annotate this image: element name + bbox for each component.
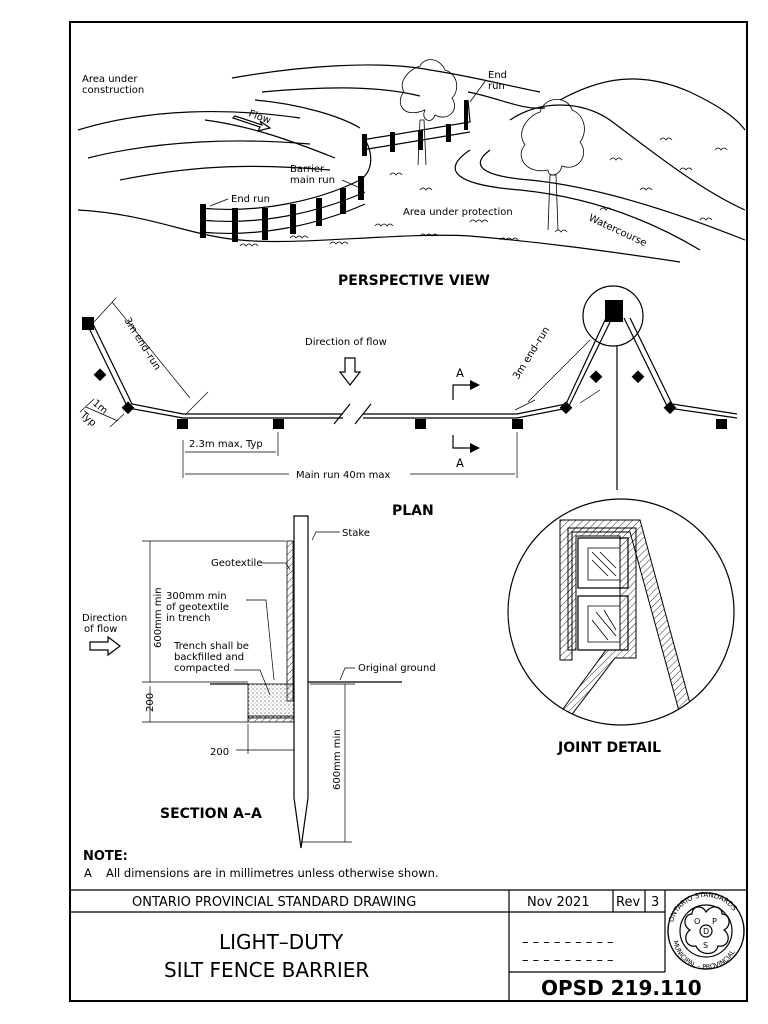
section-dim-600-bottom: 600mm min	[332, 729, 343, 790]
note-label: NOTE:	[83, 849, 128, 864]
label-watercourse: Watercourse	[587, 213, 649, 250]
drawing-title-line-1: LIGHT–DUTY	[219, 930, 344, 954]
title-block	[70, 889, 747, 1001]
title-block-rev-label: Rev	[616, 895, 640, 910]
drawing-number: OPSD 219.110	[541, 976, 702, 1000]
drawing-title-line-2: SILT FENCE BARRIER	[164, 958, 369, 982]
label-end-run-top-2: run	[488, 81, 505, 92]
plan-section-a-top: A	[456, 366, 464, 380]
seal-letter-p: P	[712, 917, 717, 926]
section-dim-200-v: 200	[145, 693, 156, 712]
plan-end-run-left: 3m end–run	[121, 316, 162, 373]
plan-view	[79, 285, 738, 490]
label-end-run-top-1: End	[488, 70, 507, 81]
label-area-protection: Area under protection	[403, 207, 513, 218]
section-stake: Stake	[342, 528, 370, 539]
sheet-border	[69, 21, 748, 1002]
seal-letter-s: S	[703, 941, 708, 950]
section-view	[89, 515, 402, 849]
plan-end-run-right: 3m end–run	[511, 325, 552, 382]
label-area-construction-2: construction	[82, 85, 144, 96]
section-trench-note-1: Trench shall be	[173, 641, 249, 652]
section-labels: Stake Geotextile 600mm min 300mm min of …	[82, 528, 436, 822]
joint-detail	[507, 498, 735, 726]
plan-title: PLAN	[392, 503, 434, 519]
plan-typ: Typ	[77, 409, 98, 429]
title-block-rev-number: 3	[651, 895, 659, 910]
title-block-dashes-2: – – – – – – – – –	[522, 953, 614, 968]
title-block-date: Nov 2021	[527, 895, 590, 910]
section-title: SECTION A–A	[160, 806, 262, 822]
label-area-construction-1: Area under	[82, 74, 138, 85]
section-trench-note-2: backfilled and	[174, 652, 244, 663]
note-item-letter: A	[84, 866, 92, 880]
section-trench-note-3: compacted	[174, 663, 230, 674]
label-end-run-left: End run	[231, 194, 270, 205]
opsd-seal-icon: ONTARIO STANDARDS MUNICIPAL – PROVINCIAL…	[667, 891, 745, 971]
perspective-view-title: PERSPECTIVE VIEW	[338, 273, 490, 289]
section-geotextile: Geotextile	[211, 558, 262, 569]
section-direction-1: Direction	[82, 613, 127, 624]
section-dim-200-h: 200	[210, 747, 229, 758]
section-geotextile-trench-3: in trench	[166, 613, 210, 624]
seal-letter-o: O	[694, 917, 700, 926]
perspective-labels: Area under construction Flow End run Bar…	[82, 70, 648, 289]
title-block-dashes-1: – – – – – – – – –	[522, 935, 614, 950]
plan-one-m: 1m	[90, 398, 109, 417]
plan-section-a-bottom: A	[456, 456, 464, 470]
plan-labels: 3m end–run 3m end–run 1m Typ Direction o…	[77, 316, 552, 519]
joint-detail-title: JOINT DETAIL	[557, 740, 661, 756]
section-dim-600-top: 600mm min	[153, 587, 164, 648]
plan-direction-of-flow: Direction of flow	[305, 337, 387, 348]
label-barrier-1: Barrier	[290, 164, 325, 175]
title-block-header: ONTARIO PROVINCIAL STANDARD DRAWING	[132, 895, 416, 910]
note-item-text: All dimensions are in millimetres unless…	[106, 866, 439, 880]
seal-letter-d: D	[703, 927, 709, 936]
section-direction-2: of flow	[84, 624, 117, 635]
section-geotextile-trench-1: 300mm min	[166, 591, 227, 602]
perspective-leaders	[209, 79, 487, 207]
plan-main-run: Main run 40m max	[296, 470, 391, 481]
label-barrier-2: main run	[290, 175, 335, 186]
section-original-ground: Original ground	[358, 663, 436, 674]
section-geotextile-trench-2: of geotextile	[166, 602, 229, 613]
perspective-view	[77, 59, 746, 263]
plan-spacing: 2.3m max, Typ	[189, 439, 263, 450]
